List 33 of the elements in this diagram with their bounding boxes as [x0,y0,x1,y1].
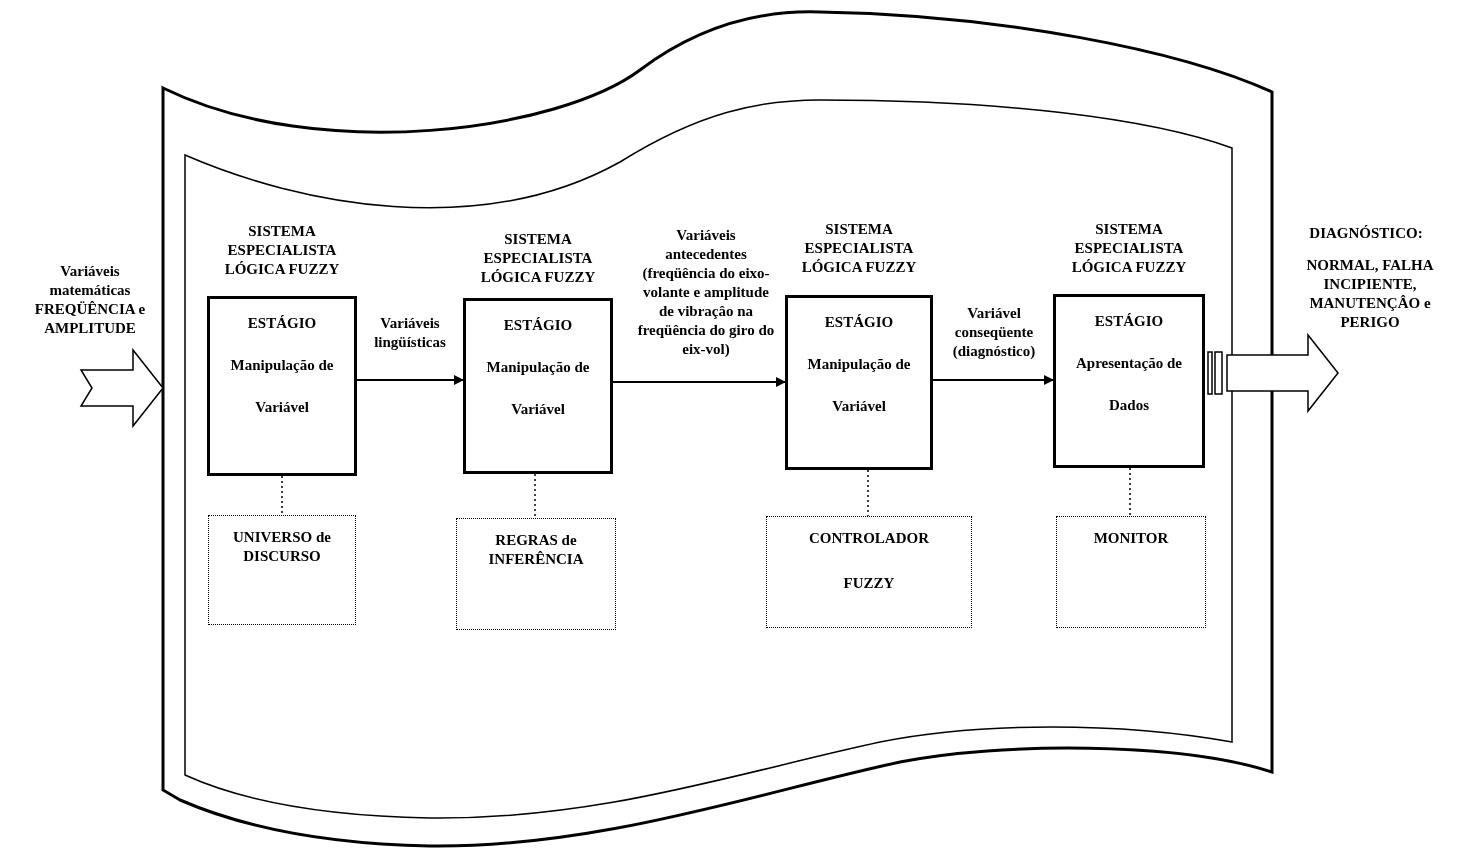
block-arrow [79,347,164,429]
stage-title: ESTÁGIO [1094,312,1164,331]
box-text: Manipulação de [230,356,334,375]
dotted-connector [867,469,869,517]
stage-title: ESTÁGIO [503,316,573,335]
stage-title: ESTÁGIO [824,313,894,332]
box-text: CONTROLADOR [809,529,929,548]
stage-title: ESTÁGIO [247,314,317,333]
system-heading: SISTEMA ESPECIALISTA LÓGICA FUZZY [223,222,341,279]
arrow [356,375,464,385]
box-text: REGRAS de INFERÊNCIA [487,531,585,569]
box-text: Variável [832,397,886,416]
dotted-connector [534,473,536,519]
output-label: DIAGNÓSTICO: [1308,224,1424,243]
box-text: Dados [1109,396,1149,415]
box-text: MONITOR [1093,529,1169,548]
dotted-connector [281,475,283,516]
input-label: Variáveis matemáticas FREQÜÊNCIA e AMPLITUDE [33,262,147,338]
system-heading: SISTEMA ESPECIALISTA LÓGICA FUZZY [479,230,597,287]
dotted-connector [1129,467,1131,517]
box-text: Variável [255,398,309,417]
block-arrow [1207,332,1339,414]
arrow [612,377,786,387]
system-heading: SISTEMA ESPECIALISTA LÓGICA FUZZY [800,220,918,277]
box-text: Manipulação de [807,355,911,374]
system-heading: SISTEMA ESPECIALISTA LÓGICA FUZZY [1070,220,1188,277]
box-text: Apresentação de [1076,354,1182,373]
box-text: UNIVERSO de DISCURSO [232,528,332,566]
arrow [932,375,1054,385]
box-text: Manipulação de [486,358,590,377]
output-label: NORMAL, FALHA INCIPIENTE, MANUTENÇÂO e PERIGO [1305,256,1435,332]
box-text: Variável [511,400,565,419]
box-text: FUZZY [843,574,895,593]
